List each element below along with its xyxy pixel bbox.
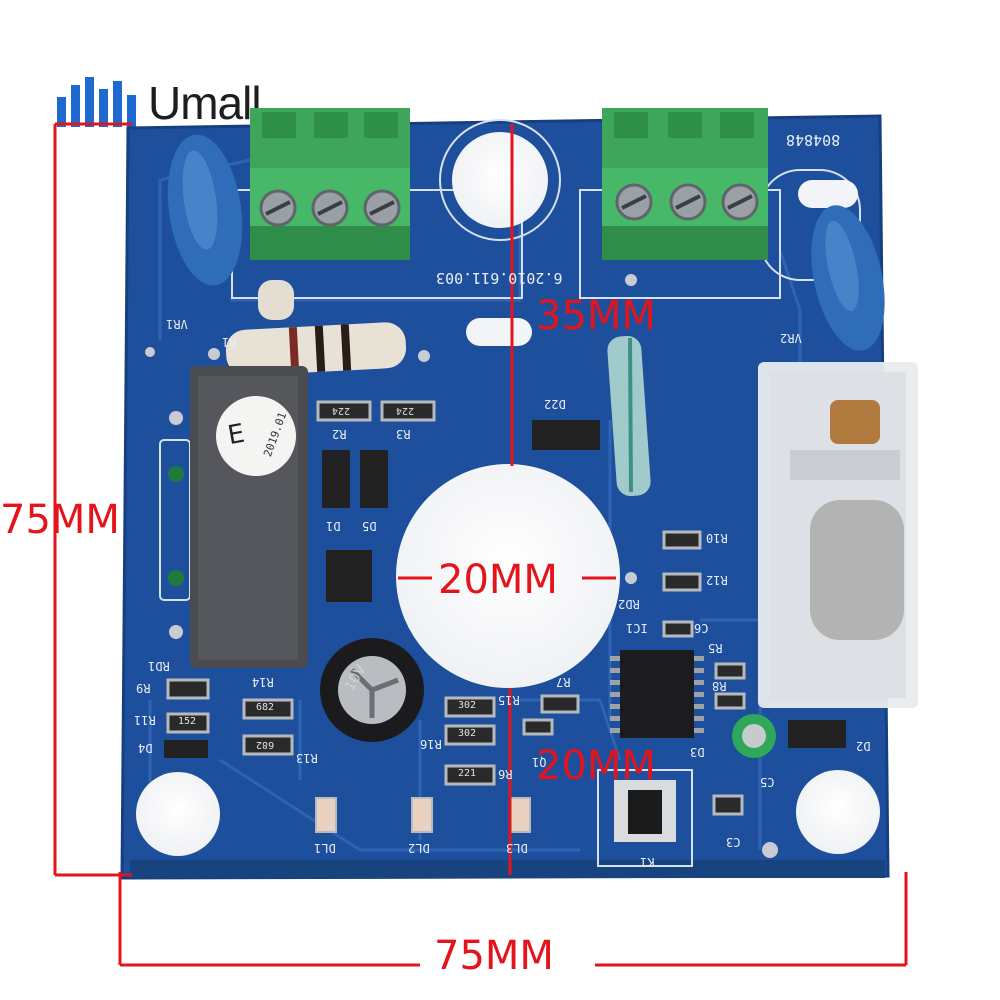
r13-label: R13 — [296, 751, 318, 765]
dl3-label: DL3 — [506, 841, 528, 855]
smd-code-682a: 682 — [256, 702, 275, 713]
bar-equalizer-logo-icon — [57, 77, 136, 127]
d22-label: D22 — [544, 397, 566, 411]
vr1-label: VR1 — [166, 317, 188, 331]
r9-label: R9 — [136, 681, 151, 695]
smd-code-224a: 224 — [332, 405, 351, 416]
dl1-label: DL1 — [314, 841, 336, 855]
r3-label: R3 — [396, 427, 411, 441]
c5-label: C5 — [760, 775, 775, 789]
r16-label: R16 — [420, 737, 442, 751]
hole-diameter-label: 20MM — [438, 557, 558, 603]
smd-code-224b: 224 — [396, 405, 415, 416]
ic1-label: IC1 — [626, 621, 648, 635]
smd-code-302b: 302 — [458, 728, 477, 739]
r10-label: R10 — [706, 531, 728, 545]
d2-label: D2 — [856, 739, 871, 753]
terminal-block-1 — [250, 108, 410, 260]
board-code-label: 804848 — [786, 131, 841, 149]
smd-code-221: 221 — [458, 768, 477, 779]
rd2-label: RD2 — [618, 597, 640, 611]
smd-code-152: 152 — [178, 716, 197, 727]
d3-label: D3 — [690, 745, 705, 759]
r5-label: R5 — [708, 641, 723, 655]
height-dimension-label: 75MM — [0, 497, 120, 543]
k1-label: K1 — [640, 855, 655, 869]
c6-label: C6 — [694, 621, 709, 635]
terminal-block-2 — [602, 108, 768, 260]
r15-label: R15 — [498, 693, 520, 707]
r1-label: R1 — [222, 335, 237, 349]
r8-label: R8 — [712, 679, 727, 693]
top-offset-label: 35MM — [536, 293, 656, 339]
width-dimension-label: 75MM — [434, 933, 554, 979]
rd1-label: RD1 — [148, 659, 170, 673]
r7-label: R7 — [556, 675, 571, 689]
dl2-label: DL2 — [408, 841, 430, 855]
d5-label: D5 — [362, 519, 377, 533]
bottom-offset-label: 20MM — [536, 743, 656, 789]
smd-code-682b: 682 — [256, 739, 275, 750]
d1-label: D1 — [326, 519, 341, 533]
r12-label: R12 — [706, 573, 728, 587]
c3-label: C3 — [726, 835, 741, 849]
part-number-label: 6.2010.611.003 — [436, 269, 563, 287]
r14-label: R14 — [252, 675, 274, 689]
brand-name: Umall — [148, 77, 262, 129]
r11-label: R11 — [134, 713, 156, 727]
vr2-label: VR2 — [780, 331, 802, 345]
r2-label: R2 — [332, 427, 347, 441]
r6-label: R6 — [498, 767, 513, 781]
d4-label: D4 — [138, 741, 153, 755]
smd-code-302a: 302 — [458, 700, 477, 711]
